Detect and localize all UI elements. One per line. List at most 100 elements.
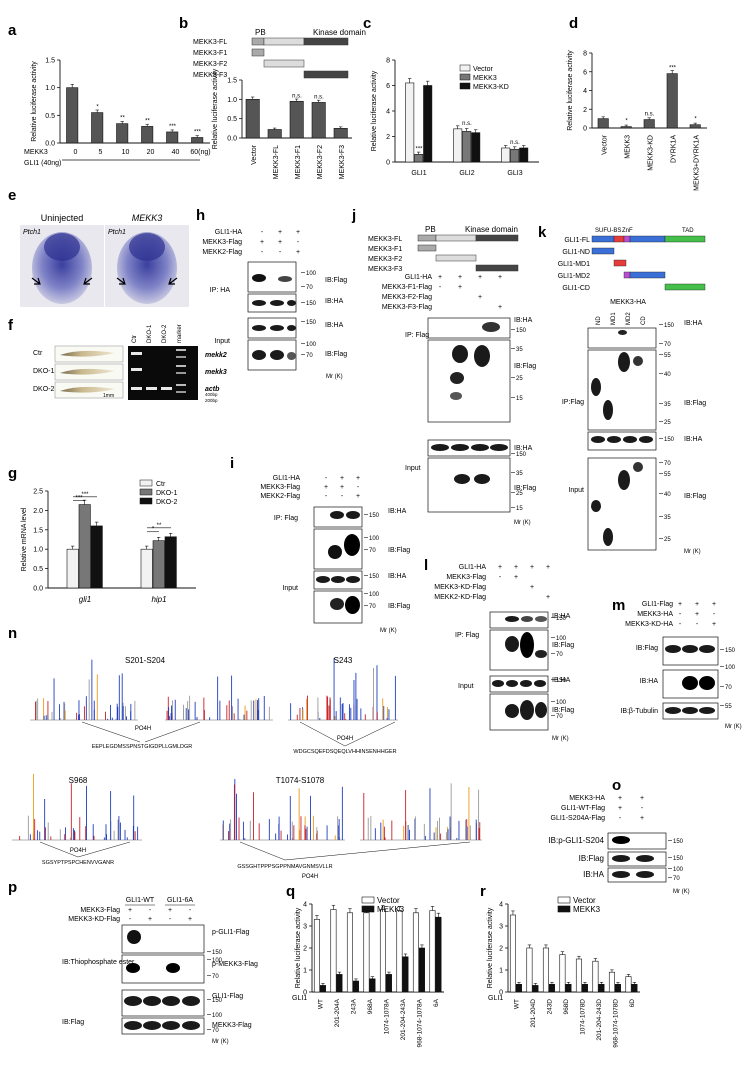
mw-label: 70 [673,876,680,882]
blot-band [252,300,266,306]
mw-label: 70 [556,714,563,720]
panel-j-blot-input-flag [427,457,511,513]
blot-band [346,511,360,519]
panel-j-construct-segment [475,264,519,272]
panel-n-phospho-label: PO4H [337,736,353,742]
condition-sign: - [325,493,328,500]
chart-c-tick-label: 0 [386,160,390,167]
chart-r-bar [509,914,516,993]
blot-band [591,436,605,443]
panel-m-ib-label: IB:β-Tubulin [620,708,658,715]
condition-label: MEKK2-Flag [202,249,242,256]
panel-f-gel-band [161,387,172,390]
mw-label: 100 [556,700,567,706]
panel-l-ib-label: IB:Flag [552,642,574,649]
condition-sign: - [619,815,622,822]
panel-g-legend-label: DKO-1 [156,490,178,497]
panel-a-row-label: MEKK3 [24,149,48,156]
chart-r-bar [625,976,632,993]
chart-r-tick-label: 0 [499,990,503,997]
panel-k-lane-label: MD1 [611,312,617,325]
chart-q-bar [346,912,353,993]
panel_r-x-tick: 6D [629,999,636,1008]
panel-e-embryo-head [129,233,165,261]
chart-c-ylabel: Relative luciferase activity [371,70,378,151]
panel-g-legend-swatch [139,488,153,496]
panel-i-ip-label: IP: Flag [274,515,298,522]
mw-label: 70 [664,342,671,348]
blot-band [665,707,681,714]
condition-label: GLI1-WT-Flag [561,805,605,812]
panel-letter-e: e [8,187,16,204]
condition-label: MEKK3-F2-Flag [382,294,432,301]
panel_r-legend-swatch [557,896,571,904]
panel-f-marker-band [176,365,186,367]
panel-j-ib-label: IB:HA [514,445,533,452]
condition-sign: + [514,564,518,571]
blot-band [252,325,266,331]
chart-q-tick-label: 0 [303,990,307,997]
mw-label: 25 [664,420,671,426]
mw-label: 70 [306,353,313,359]
chart-r-bar [608,971,615,993]
chart-g-tick-label: 0.0 [33,586,43,593]
condition-sign: - [641,805,644,812]
panel-n-connector [239,841,286,861]
chart-d-significance: *** [669,66,677,72]
chart-b-tick-label: 0.5 [227,116,237,123]
panel-b-construct-label: MEKK3-F3 [193,72,227,79]
panel-d-x-tick: Vector [602,134,609,155]
blot-band [126,963,140,973]
blot-band [490,444,508,451]
panel-p-group-label: GLI1-WT [126,897,155,904]
panel-c-legend-label: Vector [473,66,494,73]
panel-a-x-tick: 0 [74,149,78,156]
condition-sign: + [438,274,442,281]
panel-a-x-tick: 20 [147,149,155,156]
chart-r-tick-label: 4 [499,902,503,909]
panel-a-x-tick: 40 [172,149,180,156]
blot-band [520,680,532,687]
panel-f-gel-band [131,368,142,371]
chart-c-bar [510,148,520,163]
panel-c-group-label: GLI1 [411,170,426,177]
chart-a-tick-label: 1.5 [45,58,55,65]
condition-label: MEKK2-Flag [260,493,300,500]
panel_r-row-label: GLI1 [488,995,503,1002]
blot-band [287,352,296,360]
panel-g-group-label: hip1 [151,595,166,604]
chart-a-bar [191,137,204,144]
panel-l-blot-ip-flag [489,629,549,671]
panel-c-legend-label: MEKK3-KD [473,84,509,91]
condition-label: GLI1-S204A-Flag [551,815,606,822]
condition-sign: - [357,484,360,491]
condition-label: MEKK3-HA [569,795,605,802]
condition-sign: + [498,564,502,571]
chart-q-bar [313,919,320,993]
panel-h-ib-label: IB:Flag [325,277,347,284]
condition-sign: - [696,621,699,628]
chart-b-significance: n.s. [314,94,324,100]
chart-q-bar [336,974,343,993]
chart-q-tick-label: 1 [303,968,307,975]
panel-k-ib-label: IB:Flag [684,400,706,407]
blot-band [623,436,637,443]
panel-k-construct-label: GLI1-CD [562,285,590,292]
chart-b-significance: n.s. [292,93,302,99]
blot-band [270,325,284,331]
mw-label: 70 [212,1028,219,1034]
blot-band [520,632,534,658]
mw-label: 100 [369,536,380,542]
mw-label: 150 [516,452,527,458]
chart-g-bar [152,540,165,589]
panel-g-legend-label: DKO-2 [156,499,178,506]
blot-band [450,372,464,384]
panel-g-significance: ** [157,523,162,529]
mw-label: 150 [212,998,223,1004]
chart-r-bar [592,960,599,993]
blot-band [633,462,643,472]
panel-j-ib-label: IB:Flag [514,363,536,370]
panel-b-construct-label: MEKK3-FL [193,39,227,46]
panel-g-legend-swatch [139,479,153,487]
